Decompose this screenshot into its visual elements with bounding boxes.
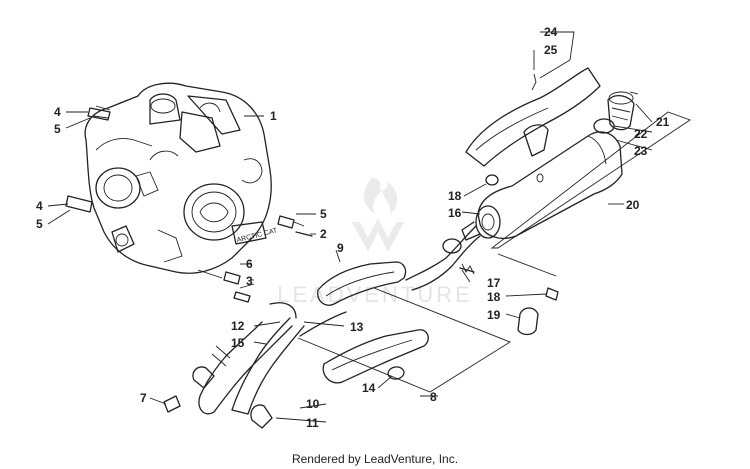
- callout-8: 8: [430, 390, 437, 404]
- callout-23: 23: [634, 144, 648, 158]
- callout-25: 25: [544, 43, 558, 57]
- callout-19: 19: [487, 308, 501, 322]
- group-boxes: [297, 111, 691, 393]
- leader-lines: [47, 31, 653, 423]
- inlet-hardware: [442, 174, 559, 336]
- callout-24: 24: [544, 25, 558, 39]
- svg-text:ARCTIC CAT: ARCTIC CAT: [236, 227, 279, 244]
- callout-5-lower: 5: [36, 217, 43, 231]
- lower-pipe: [299, 311, 429, 384]
- callout-22: 22: [634, 127, 648, 141]
- callout-16: 16: [448, 206, 462, 220]
- callout-3: 3: [246, 274, 253, 288]
- callout-4-lower: 4: [36, 199, 43, 213]
- callout-2: 2: [320, 227, 327, 241]
- callout-17: 17: [487, 276, 501, 290]
- callout-9: 9: [337, 241, 344, 255]
- muffler: [461, 131, 623, 241]
- callout-21: 21: [656, 115, 670, 129]
- heat-shield-upper: [465, 67, 601, 183]
- leadventure-watermark: LEADVENTURE: [277, 178, 473, 307]
- callout-5-right: 5: [320, 207, 327, 221]
- callout-labels: 1 2 3 4 4 5 5 5 6 7 8 9 10 11 12 13 14 1…: [36, 25, 670, 430]
- callout-15: 15: [231, 336, 245, 350]
- callout-12: 12: [231, 319, 245, 333]
- engine-assembly: ARCTIC CAT: [84, 82, 279, 274]
- callout-10: 10: [306, 397, 320, 411]
- callout-11: 11: [306, 416, 319, 430]
- callout-18-upper: 18: [448, 189, 462, 203]
- callout-18-lower: 18: [487, 290, 501, 304]
- callout-4-upper: 4: [54, 105, 61, 119]
- callout-6: 6: [246, 257, 253, 271]
- callout-14: 14: [362, 381, 376, 395]
- engine-fasteners: [65, 107, 313, 303]
- callout-1: 1: [270, 109, 277, 123]
- watermark-text: LEADVENTURE: [277, 282, 473, 307]
- render-credit: Rendered by LeadVenture, Inc.: [291, 452, 459, 466]
- callout-5-upper: 5: [54, 122, 61, 136]
- callout-20: 20: [626, 198, 640, 212]
- head-pipes: [163, 302, 305, 429]
- center-pipe: [317, 225, 481, 306]
- spark-arrestor: [593, 91, 639, 134]
- callout-13: 13: [350, 320, 364, 334]
- callout-7: 7: [140, 391, 147, 405]
